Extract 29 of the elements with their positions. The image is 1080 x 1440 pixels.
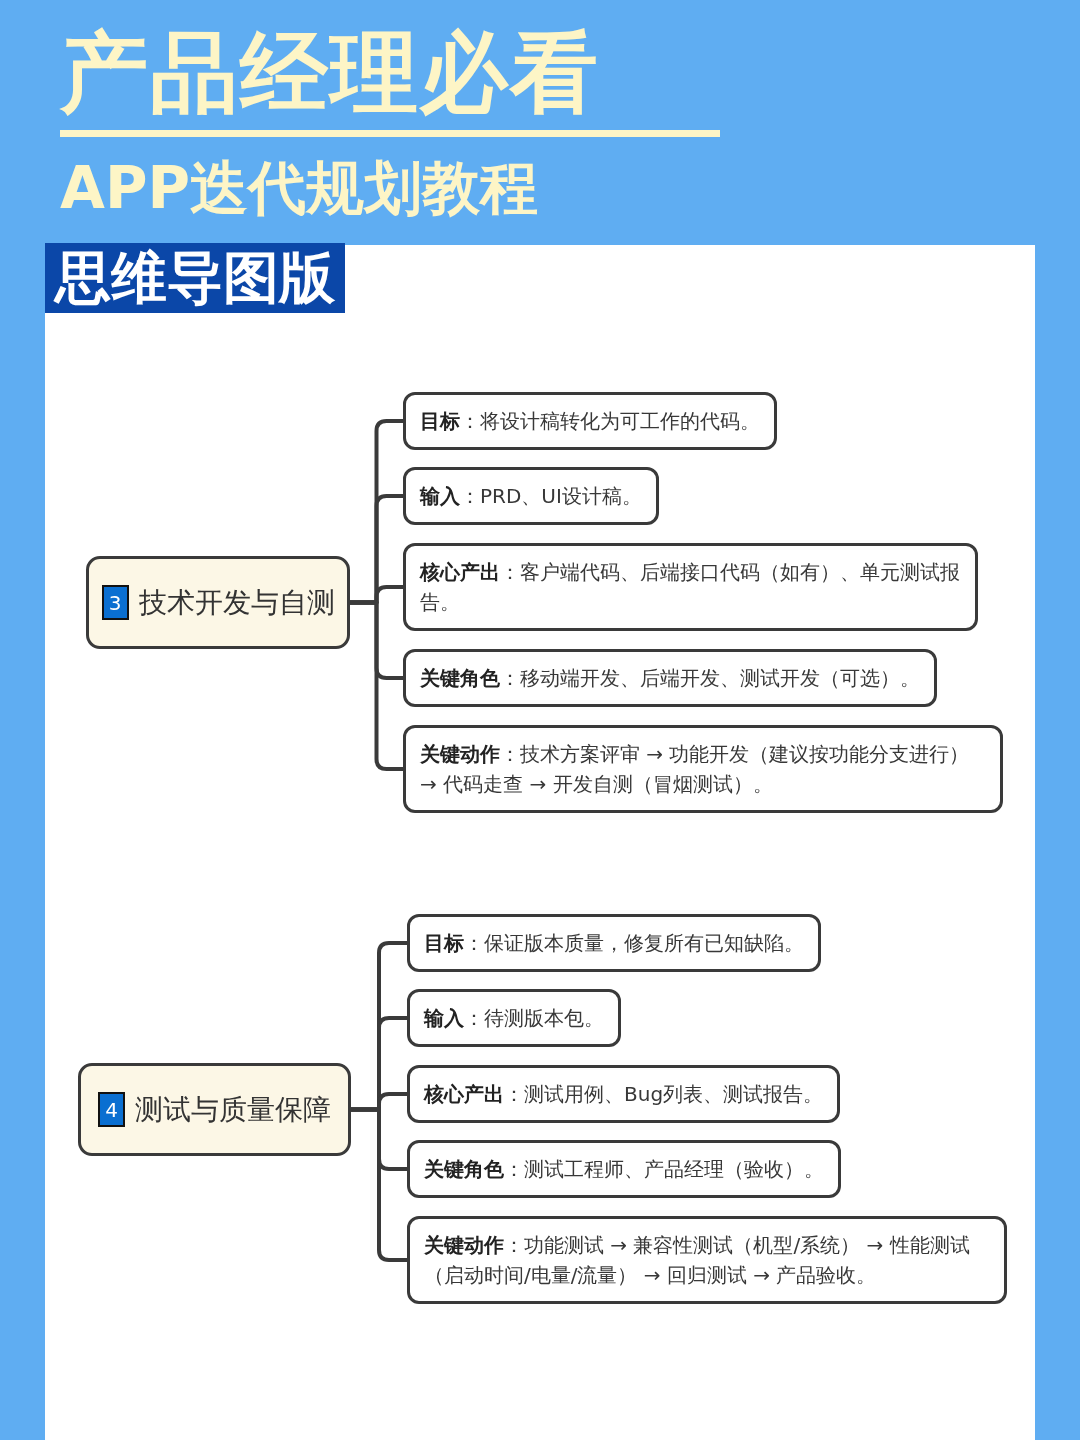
topic-title: 测试与质量保障: [135, 1091, 331, 1128]
detail-text: 输入：待测版本包。: [424, 1005, 604, 1032]
detail-box: [403, 725, 1003, 813]
detail-box: [407, 989, 621, 1047]
page-title: 产品经理必看: [60, 20, 600, 126]
detail-text: 目标：将设计稿转化为可工作的代码。: [420, 408, 760, 435]
heading-banner: 思维导图版: [45, 243, 345, 313]
detail-box: [403, 392, 777, 450]
detail-box: [403, 649, 937, 707]
detail-text: 关键角色：测试工程师、产品经理（验收）。: [424, 1156, 824, 1183]
detail-text: 关键动作：功能测试 → 兼容性测试（机型/系统） → 性能测试（启动时间/电量/流量） → 回归测试 → 产品验收。: [424, 1232, 971, 1289]
detail-box: [407, 1140, 841, 1198]
topic-box: [86, 556, 350, 649]
detail-box: [407, 1216, 1007, 1304]
number-badge: 4: [98, 1092, 125, 1127]
detail-box: [407, 1065, 841, 1123]
number-badge: 3: [101, 585, 129, 620]
detail-box: [407, 914, 821, 972]
detail-box: [403, 467, 659, 525]
topic-box: [78, 1063, 351, 1156]
detail-text: 输入：PRD、UI设计稿。: [420, 483, 642, 510]
detail-box: [403, 543, 978, 631]
detail-text: 目标：保证版本质量，修复所有已知缺陷。: [424, 930, 804, 957]
detail-text: 核心产出：测试用例、Bug列表、测试报告。: [424, 1081, 824, 1108]
topic-title: 技术开发与自测: [138, 584, 335, 621]
detail-text: 关键动作：技术方案评审 → 功能开发（建议按功能分支进行） → 代码走查 → 开发自测（冒烟测试）。: [420, 741, 971, 798]
detail-text: 关键角色：移动端开发、后端开发、测试开发（可选）。: [420, 665, 920, 692]
subtitle: APP迭代规划教程: [60, 153, 538, 224]
detail-text: 核心产出：客户端代码、后端接口代码（如有）、单元测试报告。: [420, 559, 961, 616]
